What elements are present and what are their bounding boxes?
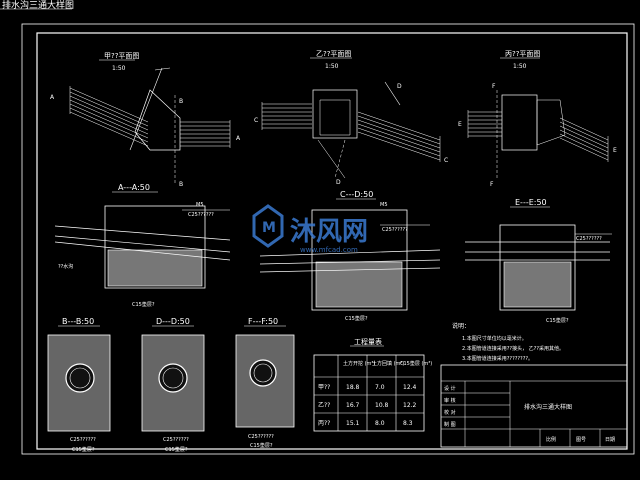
plan-1-marker-a2: A	[50, 94, 55, 101]
title-block-row: 制 图	[444, 421, 456, 428]
table-cell: 15.1	[346, 420, 360, 427]
plan-2-marker-d1: D	[397, 83, 402, 90]
title-block-row: 校 对	[444, 409, 456, 416]
plan-1-marker-b1: B	[179, 98, 183, 105]
plan-view-3: 丙??平面图 1:50 F F E E	[458, 50, 617, 188]
small-section-f-note2: C15垫层?	[250, 442, 273, 449]
note-item: 2.本图管道连接采用??接头， 乙??采用其他。	[462, 345, 564, 352]
small-section-d-note2: C15垫层?	[165, 446, 188, 453]
table-header-1: 土方开挖 (m³)	[343, 360, 375, 367]
table-header-2: 土方回填 (m³)	[372, 360, 404, 367]
plan-3-marker-e2: E	[613, 147, 617, 154]
plan-2-title: 乙??平面图	[316, 50, 351, 58]
section-a-title: A---A:50	[118, 183, 150, 192]
section-a-left-note: ??水沟	[58, 263, 73, 270]
small-section-b-note1: C25??????	[70, 437, 96, 443]
table-cell: 8.3	[403, 420, 413, 427]
small-section-f-title: F---F:50	[248, 317, 278, 326]
outer-border	[21, 23, 635, 455]
plan-2-marker-d2: D	[336, 179, 341, 186]
section-e: E---E:50 C25?????? C15垫层?	[465, 198, 612, 324]
plan-1-scale: 1:50	[112, 65, 126, 72]
small-section-b: B---B:50 C25?????? C15垫层?	[47, 317, 111, 453]
table-cell: 7.0	[375, 384, 385, 391]
small-section-b-note2: C15垫层?	[72, 446, 95, 453]
section-a: A---A:50 C25?????? M5 ??水沟 C15垫层?	[54, 183, 231, 308]
section-a-footing	[107, 249, 203, 287]
note-item: 3.本图管道连接采用????????。	[462, 355, 533, 362]
section-e-note: C25??????	[576, 236, 602, 242]
section-a-bottom: C15垫层?	[132, 301, 155, 308]
section-c-title: C---D:50	[340, 190, 373, 199]
plan-3-title: 丙??平面图	[505, 50, 540, 58]
table-cell: 甲??	[318, 384, 330, 391]
notes-label: 说明：	[452, 322, 470, 330]
section-c-note: C25??????	[382, 227, 408, 233]
inner-border	[36, 32, 628, 450]
section-c-bottom: C15垫层?	[345, 315, 368, 322]
small-section-f-note1: C25??????	[248, 434, 274, 440]
table-cell: 18.8	[346, 384, 360, 391]
watermark: M 沐风网 www.mfcad.com	[252, 204, 368, 254]
section-e-footing	[503, 261, 572, 308]
table-cell: 乙??	[318, 402, 330, 409]
plan-2-marker-c1: C	[254, 117, 258, 124]
title-block-bottom-cell: 日期	[605, 437, 615, 443]
title-block-bottom-cell: 图号	[576, 437, 586, 443]
plan-1-title: 甲??平面图	[104, 52, 139, 60]
plan-view-1: 甲??平面图 1:50 B B A A	[50, 52, 241, 188]
title-block: 设 计 审 核 校 对 制 图 排水沟三通大样图 比例 图号 日期	[440, 364, 628, 448]
plan-1-marker-b2: B	[179, 181, 183, 188]
plan-view-2: 乙??平面图 1:50 D D C C	[254, 50, 448, 186]
plan-2-marker-c2: C	[444, 157, 448, 164]
table-header-3: C15垫层 (m³)	[400, 360, 432, 367]
table-cell: 16.7	[346, 402, 360, 409]
title-block-row: 审 核	[444, 397, 456, 404]
small-section-d-note1: C25??????	[163, 437, 189, 443]
drawing-title: 排水沟三通大样图	[524, 403, 572, 411]
note-item: 1.本图尺寸单位均以毫米计。	[462, 335, 527, 342]
section-a-note2: M5	[196, 202, 204, 208]
section-a-note: C25??????	[188, 212, 214, 218]
small-section-b-title: B---B:50	[62, 317, 94, 326]
section-c-note2: M5	[380, 202, 388, 208]
plan-1-marker-a1: A	[236, 135, 241, 142]
notes-block: 说明： 1.本图尺寸单位均以毫米计。 2.本图管道连接采用??接头， 乙??采用…	[452, 322, 564, 362]
header-fragment: 排水沟三通大样图	[2, 0, 74, 11]
section-e-bottom: C15垫层?	[546, 317, 569, 324]
plan-2-scale: 1:50	[325, 63, 339, 70]
small-section-f: F---F:50 C25?????? C15垫层?	[235, 317, 295, 449]
title-block-row: 设 计	[444, 385, 456, 392]
small-section-d: D---D:50 C25?????? C15垫层?	[141, 317, 205, 453]
table-cell: 12.4	[403, 384, 417, 391]
table-title: 工程量表	[354, 337, 382, 346]
watermark-logo-icon	[252, 204, 284, 248]
watermark-text: 沐风网	[290, 217, 368, 247]
small-section-d-title: D---D:50	[156, 317, 190, 326]
plan-3-marker-e1: E	[458, 121, 462, 128]
table-cell: 8.0	[375, 420, 385, 427]
plan-3-scale: 1:50	[513, 63, 527, 70]
table-cell: 10.8	[375, 402, 389, 409]
quantity-table: 工程量表 土方开挖 (m³) 土方回填 (m³) C15垫层 (m³) 甲?? …	[313, 337, 432, 432]
watermark-sub: www.mfcad.com	[300, 246, 358, 254]
title-block-bottom-cell: 比例	[546, 436, 556, 443]
plan-3-marker-f1: F	[492, 83, 496, 90]
section-c-footing	[315, 261, 403, 308]
section-e-title: E---E:50	[515, 198, 547, 207]
plan-3-marker-f2: F	[490, 181, 494, 188]
table-cell: 12.2	[403, 402, 417, 409]
table-cell: 丙??	[318, 420, 330, 427]
watermark-logo-letter: M	[262, 220, 276, 236]
section-c: C---D:50 C25?????? M5 C15垫层?	[259, 190, 441, 322]
